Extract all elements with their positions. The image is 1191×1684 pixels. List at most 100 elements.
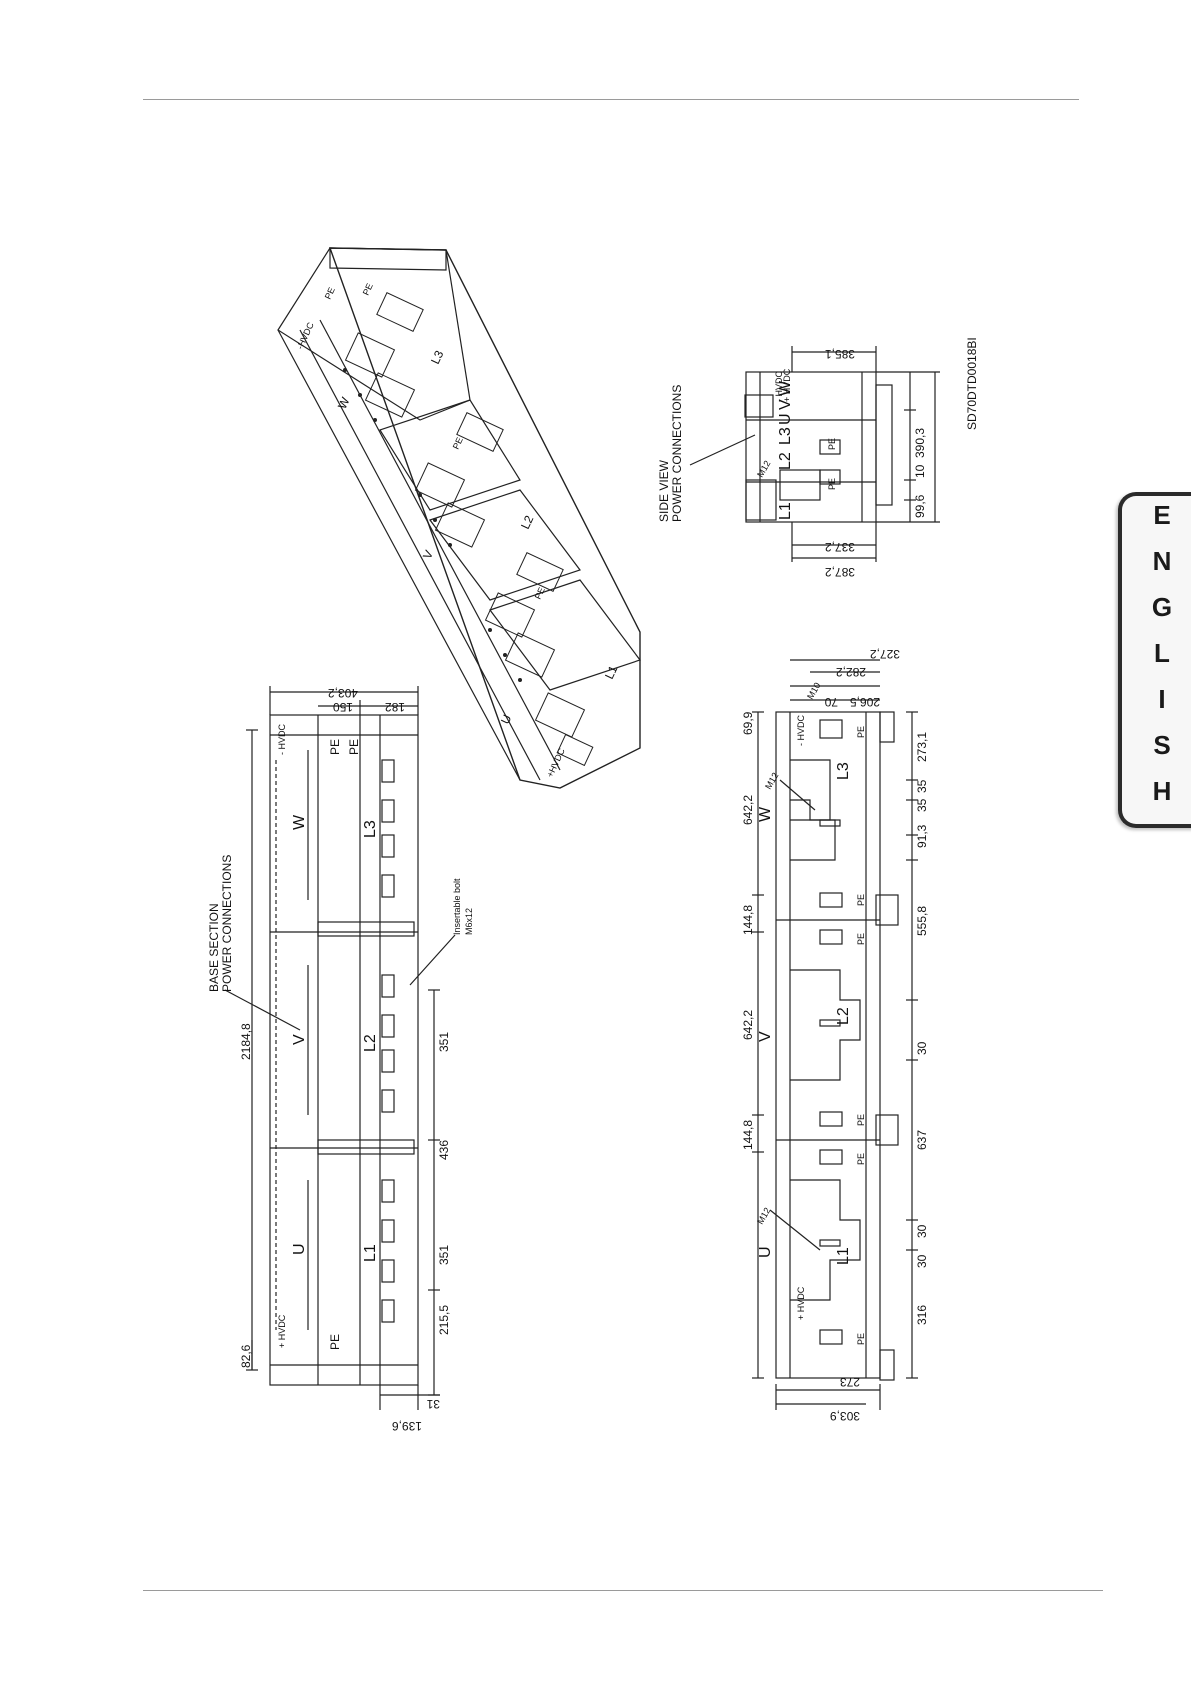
base-hvdc-plus: + HVDC — [277, 1314, 287, 1348]
language-letter-l: L — [1154, 638, 1170, 668]
plan-dim-right-10: 316 — [915, 1305, 929, 1325]
side-dim-bottom-b: 387,2 — [825, 565, 855, 579]
plan-phase-l1: L1 — [835, 1247, 852, 1265]
plan-dim-top-3: 642,2 — [741, 795, 755, 825]
base-busbar-slots — [381, 759, 395, 1323]
plan-dim-height-4: 70 — [824, 695, 838, 709]
side-dim-right-b: 10 — [913, 464, 927, 478]
plan-pe-1: PE — [856, 726, 866, 738]
plan-phase-l3: L3 — [835, 762, 852, 780]
iso-label-l2: L2 — [518, 513, 536, 531]
iso-terminal-blocks — [344, 292, 594, 767]
iso-label-pe-4: PE — [533, 586, 547, 601]
plan-dim-right-9: 30 — [915, 1254, 929, 1268]
base-dim-offset-a: 139,6 — [392, 1419, 422, 1433]
plan-dim-top-5: 69,9 — [741, 711, 755, 735]
footer-rule — [143, 1590, 1103, 1591]
base-section-view — [224, 686, 456, 1410]
plan-view — [752, 659, 918, 1410]
base-phase-l3: L3 — [362, 820, 379, 838]
iso-label-l1: L1 — [602, 663, 620, 681]
base-phase-u: U — [291, 1243, 308, 1255]
base-dim-overall: 2184,8 — [239, 1023, 253, 1060]
base-phase-v: V — [291, 1034, 308, 1045]
base-caption-line2: POWER CONNECTIONS — [220, 855, 234, 992]
plan-dim-right-4: 91,3 — [915, 824, 929, 848]
iso-label-pe-3: PE — [451, 436, 465, 451]
side-phase-l3: L3 — [777, 427, 794, 445]
plan-dim-top-4: 144,8 — [741, 905, 755, 935]
plan-busbars — [790, 759, 861, 1301]
language-letter-h: H — [1152, 776, 1172, 806]
base-dim-bottom-b: 351 — [437, 1245, 451, 1265]
base-phase-l2: L2 — [362, 1034, 379, 1052]
plan-dim-right-3: 35 — [915, 798, 929, 812]
language-letter-g: G — [1151, 592, 1173, 622]
base-bolt-note-2: M6x12 — [464, 908, 474, 935]
base-dim-top-b: 182 — [385, 700, 405, 714]
iso-label-hvdc-plus: +HVDC — [545, 746, 567, 779]
side-phase-w: W — [777, 380, 794, 396]
base-pe-1: PE — [328, 1334, 342, 1350]
base-phase-l1: L1 — [362, 1244, 379, 1262]
drawing-code: SD70DTD0018BI — [965, 337, 979, 430]
plan-dim-right-5: 555,8 — [915, 906, 929, 936]
language-letter-i: I — [1158, 684, 1166, 714]
side-phase-u: U — [777, 413, 794, 425]
base-dim-top-a: 150 — [333, 700, 353, 714]
plan-dim-right-6: 30 — [915, 1041, 929, 1055]
plan-pe-6: PE — [856, 1333, 866, 1345]
base-section-caption: BASE SECTION POWER CONNECTIONS — [207, 855, 234, 992]
plan-bolt-m10: M10 — [805, 681, 822, 701]
side-pe-1: PE — [827, 438, 837, 450]
language-letter-e: E — [1153, 500, 1171, 530]
side-pe-2: PE — [827, 478, 837, 490]
plan-pe-3: PE — [856, 933, 866, 945]
side-dim-bottom-a: 337,2 — [825, 540, 855, 554]
language-letter-s: S — [1153, 730, 1171, 760]
base-pe-2: PE — [328, 739, 342, 755]
plan-dim-height-1: 327,2 — [870, 647, 900, 661]
plan-pe-2: PE — [856, 894, 866, 906]
base-dim-bottom-a: 215,5 — [437, 1305, 451, 1335]
plan-phase-l2: L2 — [835, 1007, 852, 1025]
iso-label-pe-2: PE — [361, 282, 375, 297]
isometric-view — [277, 247, 641, 789]
side-view — [689, 346, 940, 562]
base-dim-bottom-d: 351 — [437, 1032, 451, 1052]
side-bolt-m12: M12 — [755, 459, 772, 479]
base-pe-3: PE — [347, 739, 361, 755]
header-rule — [143, 99, 1079, 100]
base-dim-height: 403,2 — [328, 686, 358, 700]
iso-label-l3: L3 — [428, 348, 446, 366]
base-dim-bottom-c: 436 — [437, 1140, 451, 1160]
language-tab — [1118, 492, 1191, 828]
base-caption-line1: BASE SECTION — [207, 903, 221, 992]
plan-dim-top-1: 642,2 — [741, 1010, 755, 1040]
base-phase-w: W — [291, 814, 308, 830]
plan-dim-right-2: 35 — [915, 779, 929, 793]
plan-dim-left-1: 273 — [840, 1375, 860, 1389]
plan-phase-w: W — [757, 806, 774, 822]
base-hvdc-minus: - HVDC — [277, 724, 287, 755]
side-caption-line1: SIDE VIEW — [657, 459, 671, 522]
side-caption-line2: POWER CONNECTIONS — [670, 385, 684, 522]
iso-label-w: W — [335, 394, 353, 411]
base-bolt-note-1: Insertable bolt — [452, 878, 462, 935]
plan-dim-left-2: 303,9 — [830, 1409, 860, 1423]
side-dim-right-c: 390,3 — [913, 428, 927, 458]
side-phase-v: V — [777, 399, 794, 410]
plan-dim-right-1: 273,1 — [915, 732, 929, 762]
plan-bolt-m12-b: M12 — [763, 771, 780, 791]
side-dim-top: 385,1 — [825, 347, 855, 361]
plan-dim-right-7: 637 — [915, 1130, 929, 1150]
side-hvdc-plus: + HVDC — [782, 368, 792, 402]
plan-dim-right-8: 30 — [915, 1224, 929, 1238]
plan-dim-top-2: 144,8 — [741, 1120, 755, 1150]
language-letter-n: N — [1152, 546, 1172, 576]
side-phase-l2: L2 — [777, 452, 794, 470]
iso-label-pe-1: PE — [323, 286, 337, 301]
plan-dim-height-3: 206,5 — [850, 695, 880, 709]
iso-label-hvdc-minus: -HVDC — [295, 320, 316, 351]
